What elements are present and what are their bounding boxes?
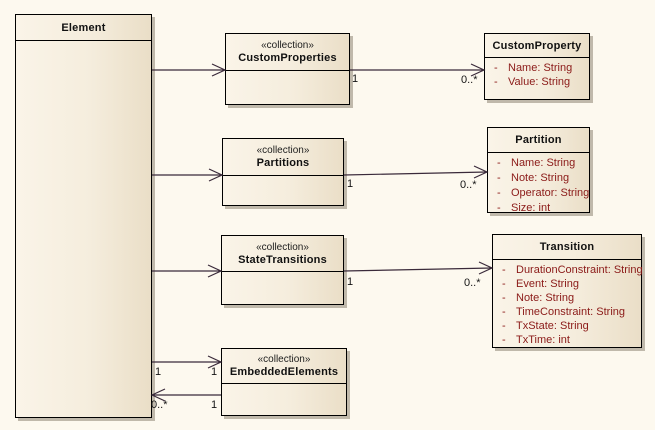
class-title: Element <box>61 21 106 34</box>
attribute: - Size: int <box>497 201 585 216</box>
class-box-customproperty[interactable]: CustomProperty - Name: String - Value: S… <box>484 33 590 100</box>
collection-title: Partitions <box>256 157 310 169</box>
connector-element-statetransitions[interactable] <box>152 264 223 278</box>
connector-element-embeddedelements[interactable] <box>152 355 223 369</box>
multiplicity-label: 0..* <box>464 277 481 289</box>
multiplicity-label: 1 <box>211 366 218 378</box>
attribute-text: Value: String <box>508 76 571 88</box>
connector-customproperties-customproperty[interactable] <box>350 63 486 77</box>
collection-header: «collection» Partitions <box>223 139 343 176</box>
attribute: - TxState: String <box>502 319 637 333</box>
attribute: - Note: String <box>502 291 637 305</box>
connector-partitions-partition[interactable] <box>343 165 489 179</box>
open-arrowhead <box>150 388 166 402</box>
open-arrowhead <box>207 355 223 369</box>
connector-statetransitions-transition[interactable] <box>343 261 494 275</box>
collection-box-customproperties[interactable]: «collection» CustomProperties <box>225 33 350 105</box>
class-box-transition[interactable]: Transition - DurationConstraint: String … <box>492 234 643 348</box>
stereotype-label: «collection» <box>257 354 311 365</box>
attribute: - Name: String <box>494 61 585 75</box>
collection-header: «collection» StateTransitions <box>222 236 343 272</box>
stereotype-label: «collection» <box>256 241 309 253</box>
attribute: - Note: String <box>497 171 585 186</box>
connector-embeddedelements-element[interactable] <box>150 388 221 402</box>
multiplicity-label: 1 <box>347 178 354 190</box>
attribute-text: Name: String <box>508 62 573 74</box>
attribute-text: Event: String <box>516 278 579 290</box>
attribute-text: TimeConstraint: String <box>516 306 626 318</box>
multiplicity-label: 1 <box>211 399 218 411</box>
attribute-compartment: - Name: String - Value: String <box>485 58 589 89</box>
visibility-marker: - <box>497 172 501 184</box>
multiplicity-label: 0..* <box>460 179 477 191</box>
class-header-element: Element <box>16 15 151 41</box>
attribute-text: Operator: String <box>511 187 590 199</box>
visibility-marker: - <box>494 76 498 88</box>
attribute-compartment: - DurationConstraint: String - Event: St… <box>493 260 643 347</box>
collection-box-statetransitions[interactable]: «collection» StateTransitions <box>221 235 344 305</box>
class-header: CustomProperty <box>485 34 589 58</box>
open-arrowhead <box>470 63 486 77</box>
attribute-text: Name: String <box>511 157 576 169</box>
collection-title: CustomProperties <box>238 52 337 64</box>
multiplicity-label: 1 <box>352 73 359 85</box>
collection-box-partitions[interactable]: «collection» Partitions <box>222 138 344 206</box>
connector-element-partitions[interactable] <box>152 168 224 182</box>
collection-title: EmbeddedElements <box>229 366 339 378</box>
visibility-marker: - <box>502 306 506 318</box>
multiplicity-label: 1 <box>155 366 162 378</box>
attribute-text: TxTime: int <box>516 334 570 346</box>
class-header: Partition <box>488 128 589 153</box>
visibility-marker: - <box>494 62 498 74</box>
attribute-compartment: - Name: String - Note: String - Operator… <box>488 153 589 216</box>
visibility-marker: - <box>502 278 506 290</box>
collection-header: «collection» EmbeddedElements <box>222 349 346 384</box>
visibility-marker: - <box>497 157 501 169</box>
stereotype-label: «collection» <box>261 40 314 51</box>
visibility-marker: - <box>502 320 506 332</box>
visibility-marker: - <box>497 187 501 199</box>
class-title: Transition <box>539 241 595 253</box>
attribute-text: Note: String <box>516 292 575 304</box>
multiplicity-label: 0..* <box>461 74 478 86</box>
class-title: CustomProperty <box>492 39 582 52</box>
attribute: - Value: String <box>494 75 585 89</box>
open-arrowhead <box>211 63 227 77</box>
attribute: - Event: String <box>502 277 637 291</box>
open-arrowhead <box>207 264 223 278</box>
class-box-partition[interactable]: Partition - Name: String - Note: String … <box>487 127 590 216</box>
stereotype-label: «collection» <box>256 145 310 156</box>
class-header: Transition <box>493 235 641 260</box>
open-arrowhead <box>478 261 494 275</box>
visibility-marker: - <box>502 264 506 276</box>
multiplicity-label: 0..* <box>151 399 168 411</box>
attribute-text: Size: int <box>511 202 551 214</box>
open-arrowhead <box>208 168 224 182</box>
attribute: - DurationConstraint: String <box>502 263 643 277</box>
attribute-text: DurationConstraint: String <box>516 264 643 276</box>
multiplicity-label: 1 <box>347 276 354 288</box>
open-arrowhead <box>473 165 489 179</box>
visibility-marker: - <box>502 292 506 304</box>
collection-box-embeddedelements[interactable]: «collection» EmbeddedElements <box>221 348 347 416</box>
attribute: - Operator: String <box>497 186 589 201</box>
collection-title: StateTransitions <box>238 253 327 266</box>
class-title: Partition <box>515 134 562 146</box>
attribute: - Name: String <box>497 156 585 171</box>
visibility-marker: - <box>497 202 501 214</box>
attribute-text: TxState: String <box>516 320 589 332</box>
attribute: - TxTime: int <box>502 333 637 347</box>
class-box-element[interactable]: Element <box>15 14 152 418</box>
collection-header: «collection» CustomProperties <box>226 34 349 71</box>
visibility-marker: - <box>502 334 506 346</box>
attribute-text: Note: String <box>511 172 570 184</box>
connector-element-customproperties[interactable] <box>152 63 227 77</box>
attribute: - TimeConstraint: String <box>502 305 637 319</box>
